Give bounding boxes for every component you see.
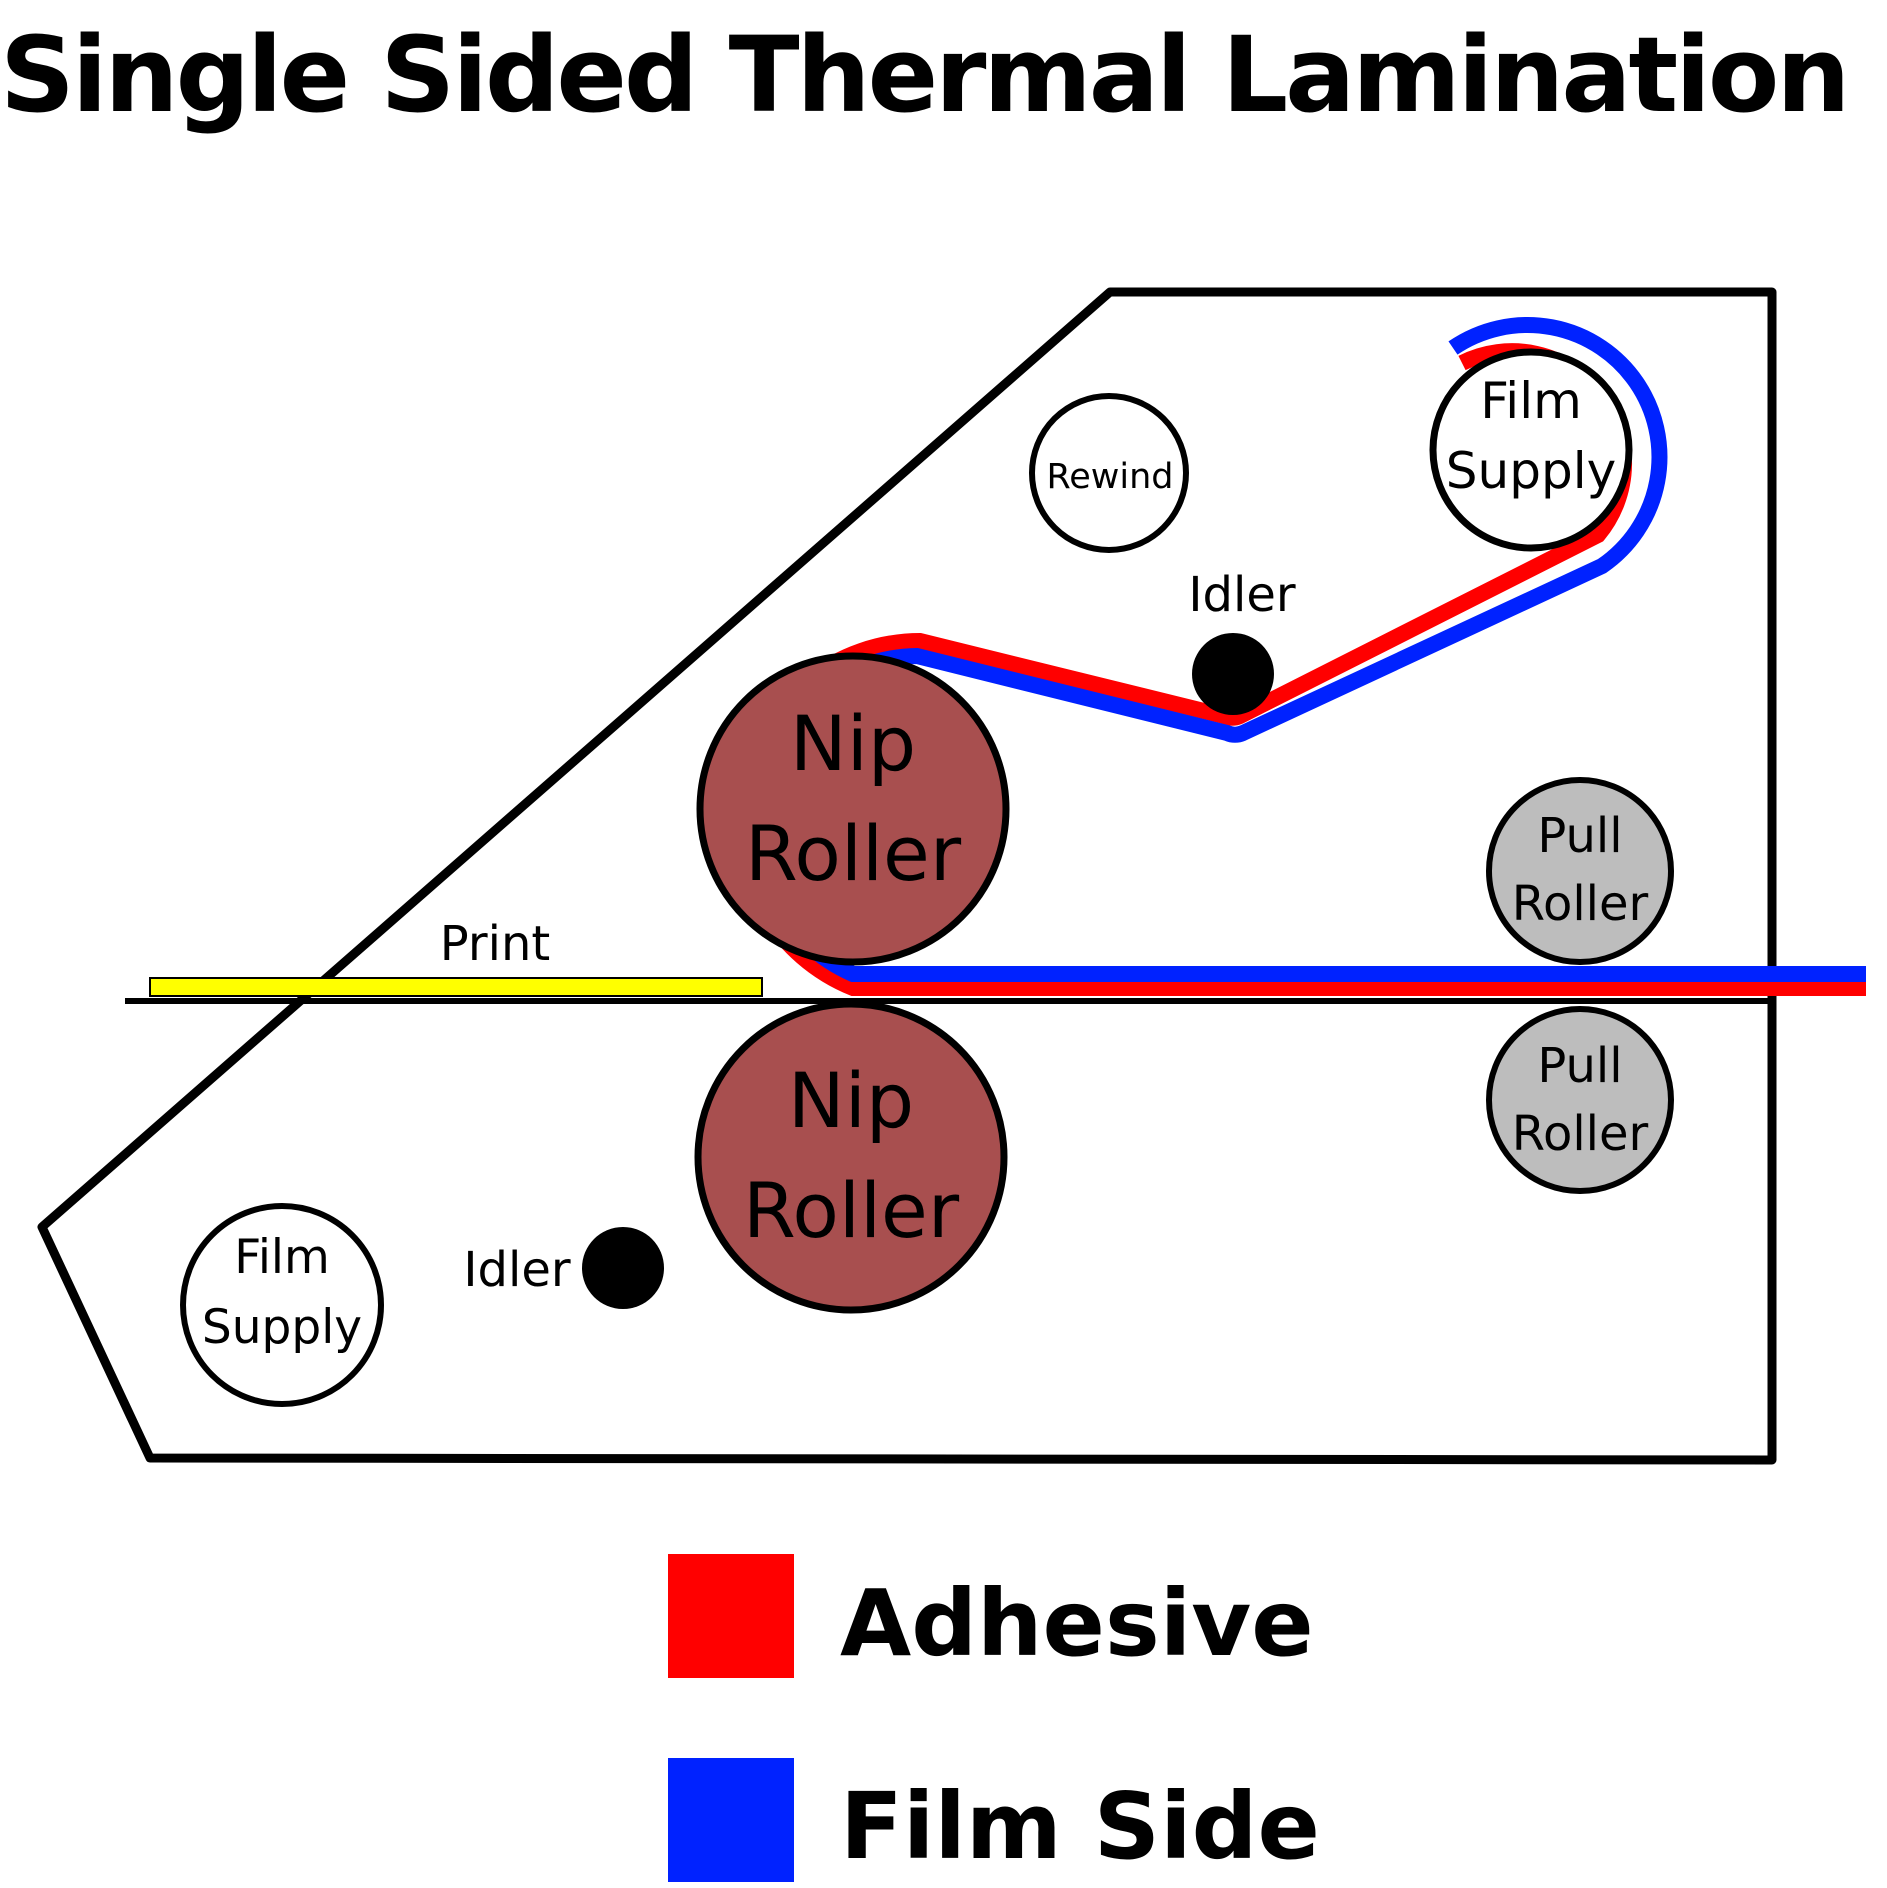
legend-label-adhesive: Adhesive [840,1570,1314,1677]
machine-housing-outline [37,287,1777,1465]
rewind-label: Rewind [1046,457,1173,497]
nip-roller-top [696,652,1010,966]
nip-roller-bottom-label-line2: Roller [743,1166,960,1255]
legend: Adhesive Film Side [668,1554,1320,1882]
idler-top-roller [1192,633,1274,715]
legend-label-film-side: Film Side [840,1773,1320,1880]
nip-roller-bottom [694,1000,1008,1314]
pull-roller-top-label-line1: Pull [1537,808,1622,864]
nip-roller-bottom-label-line1: Nip [788,1056,914,1145]
film-supply-bottom-label-line1: Film [234,1230,330,1285]
film-supply-top-roller [1429,348,1633,552]
film-supply-bottom-label-line2: Supply [202,1300,362,1355]
legend-swatch-adhesive [668,1554,794,1678]
pull-roller-bottom [1486,1006,1674,1194]
pull-roller-top-label-line2: Roller [1512,876,1649,932]
film-supply-top-label-line2: Supply [1446,442,1616,500]
rewind-roller [1029,393,1189,553]
film-supply-bottom-roller [180,1203,384,1407]
legend-swatch-film-side [668,1758,794,1882]
film-supply-top-label-line1: Film [1480,372,1582,430]
pull-roller-bottom-label-line2: Roller [1512,1106,1649,1162]
idler-top-label: Idler [1188,567,1295,623]
idler-bottom-label: Idler [463,1242,570,1298]
nip-roller-top-label-line2: Roller [745,809,962,898]
pull-roller-top [1486,777,1674,965]
print-sheet [149,977,763,997]
print-label: Print [440,916,550,972]
diagram-title: Single Sided Thermal Lamination [0,14,1850,136]
nip-roller-top-label-line1: Nip [790,699,916,788]
idler-bottom-roller [582,1227,664,1309]
pull-roller-bottom-label-line1: Pull [1537,1038,1622,1094]
